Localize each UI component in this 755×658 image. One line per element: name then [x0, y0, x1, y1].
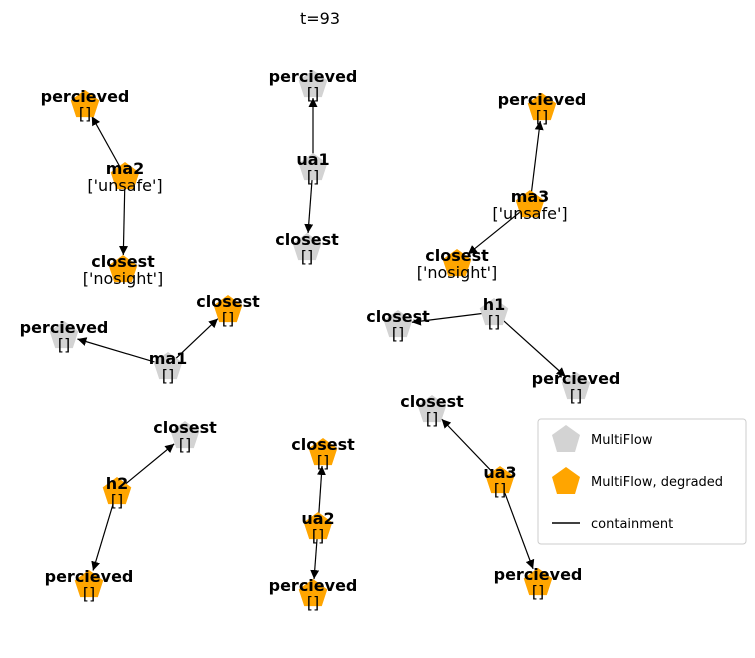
node-name-ua2: ua2 [301, 509, 334, 528]
edge-ma2-to-ma2_p [91, 115, 123, 172]
node-name-ua1_c: closest [275, 230, 339, 249]
node-marker-ua1[interactable] [298, 153, 328, 181]
legend: MultiFlow MultiFlow, degraded containmen… [537, 418, 747, 545]
node-marker-ma1[interactable] [153, 352, 183, 380]
node-value-ua1_c: [] [301, 247, 313, 266]
node-marker-h2[interactable] [102, 477, 132, 505]
edge-h1-to-h1_p [498, 315, 567, 378]
legend-box [537, 418, 747, 545]
node-name-ma2: ma2 [106, 159, 145, 178]
node-name-h1_p: percieved [532, 369, 621, 388]
node-marker-ma3_c[interactable] [442, 249, 472, 277]
node-name-ua2_c: closest [291, 435, 355, 454]
node-name-ua3_c: closest [400, 392, 464, 411]
node-value-ua3_c: [] [426, 409, 438, 428]
node-value-ma1_p: [] [58, 335, 70, 354]
node-name-h2_c: closest [153, 418, 217, 437]
node-marker-ua2_p[interactable] [298, 579, 328, 607]
node-marker-ua3_p[interactable] [523, 568, 553, 596]
diagram-title: t=93 [300, 9, 340, 28]
node-value-ma3_p: [] [536, 107, 548, 126]
node-name-ua2_p: percieved [269, 576, 358, 595]
node-marker-ua1_c[interactable] [292, 233, 322, 261]
edge-ma1-to-ma1_p [77, 337, 163, 365]
node-value-ua2_c: [] [317, 452, 329, 471]
node-value-ua3: [] [494, 480, 506, 499]
legend-degraded-label: MultiFlow, degraded [591, 475, 723, 490]
node-name-ma2_p: percieved [41, 87, 130, 106]
node-value-ma1: [] [162, 366, 174, 385]
edge-h2-to-h2_p [91, 496, 116, 571]
node-value-ua2_p: [] [307, 593, 319, 612]
node-value-ma2: ['unsafe'] [87, 176, 162, 195]
legend-degraded-marker [552, 467, 580, 494]
node-value-ma2_p: [] [79, 104, 91, 123]
node-name-ua1: ua1 [296, 150, 329, 169]
node-name-ma3_c: closest [425, 246, 489, 265]
node-marker-ua1_p[interactable] [298, 70, 328, 98]
node-marker-h1_c[interactable] [383, 310, 413, 338]
edge-ma3-to-ma3_c [467, 207, 526, 255]
edge-ma1-to-ma1_c [171, 318, 219, 363]
node-value-ma2_c: ['nosight'] [83, 269, 164, 288]
node-name-h1: h1 [483, 295, 506, 314]
node-name-h1_c: closest [366, 307, 430, 326]
legend-containment-label: containment [591, 517, 673, 532]
node-marker-ma2_p[interactable] [70, 90, 100, 118]
legend-multiflow-marker [552, 425, 580, 452]
edge-ma2-to-ma2_c [118, 181, 128, 256]
node-value-ma1_c: [] [222, 309, 234, 328]
node-value-ma3: ['unsafe'] [492, 204, 567, 223]
node-marker-ma3_p[interactable] [527, 93, 557, 121]
edge-ua3-to-ua3_p [501, 485, 535, 570]
node-name-ma1_p: percieved [20, 318, 109, 337]
node-value-ma3_c: ['nosight'] [417, 263, 498, 282]
node-value-h1: [] [488, 312, 500, 331]
node-name-h2: h2 [106, 474, 129, 493]
edges-layer [77, 98, 567, 580]
edge-ua3-to-ua3_c [441, 418, 497, 477]
node-marker-h2_p[interactable] [74, 570, 104, 598]
node-marker-ma3[interactable] [515, 190, 545, 218]
node-marker-ua3_c[interactable] [417, 395, 447, 423]
edge-ua2-to-ua2_p [310, 531, 320, 580]
node-name-ma2_c: closest [91, 252, 155, 271]
node-name-ua3_p: percieved [494, 565, 583, 584]
node-value-h2_c: [] [179, 435, 191, 454]
node-name-ma3_p: percieved [498, 90, 587, 109]
node-marker-h1[interactable] [479, 298, 509, 326]
edge-ma3-to-ma3_p [530, 120, 544, 199]
node-name-h2_p: percieved [45, 567, 134, 586]
node-value-h1_c: [] [392, 324, 404, 343]
node-value-ua1: [] [307, 167, 319, 186]
node-value-ua1_p: [] [307, 84, 319, 103]
nodes-layer [49, 70, 591, 607]
labels-layer: percieved[]ma2['unsafe']closest['nosight… [20, 67, 621, 612]
node-marker-ua3[interactable] [485, 466, 515, 494]
node-marker-ua2[interactable] [303, 512, 333, 540]
edge-ua2-to-ua2_c [316, 465, 326, 521]
edge-ua1-to-ua1_c [304, 172, 314, 234]
node-value-h1_p: [] [570, 386, 582, 405]
node-value-h2_p: [] [83, 584, 95, 603]
node-name-ua1_p: percieved [269, 67, 358, 86]
edge-h1-to-h1_c [411, 312, 489, 326]
node-name-ma1_c: closest [196, 292, 260, 311]
node-name-ua3: ua3 [483, 463, 516, 482]
node-name-ma3: ma3 [511, 187, 550, 206]
node-marker-ma2[interactable] [110, 162, 140, 190]
node-marker-h1_p[interactable] [561, 372, 591, 400]
node-marker-ma1_c[interactable] [213, 295, 243, 323]
node-marker-ma2_c[interactable] [108, 255, 138, 283]
node-value-ua2: [] [312, 526, 324, 545]
node-value-ua3_p: [] [532, 582, 544, 601]
legend-multiflow-label: MultiFlow [591, 433, 653, 448]
node-value-h2: [] [111, 491, 123, 510]
node-marker-h2_c[interactable] [170, 421, 200, 449]
node-marker-ma1_p[interactable] [49, 321, 79, 349]
node-name-ma1: ma1 [149, 349, 188, 368]
edge-h2-to-h2_c [121, 443, 175, 488]
node-marker-ua2_c[interactable] [308, 438, 338, 466]
